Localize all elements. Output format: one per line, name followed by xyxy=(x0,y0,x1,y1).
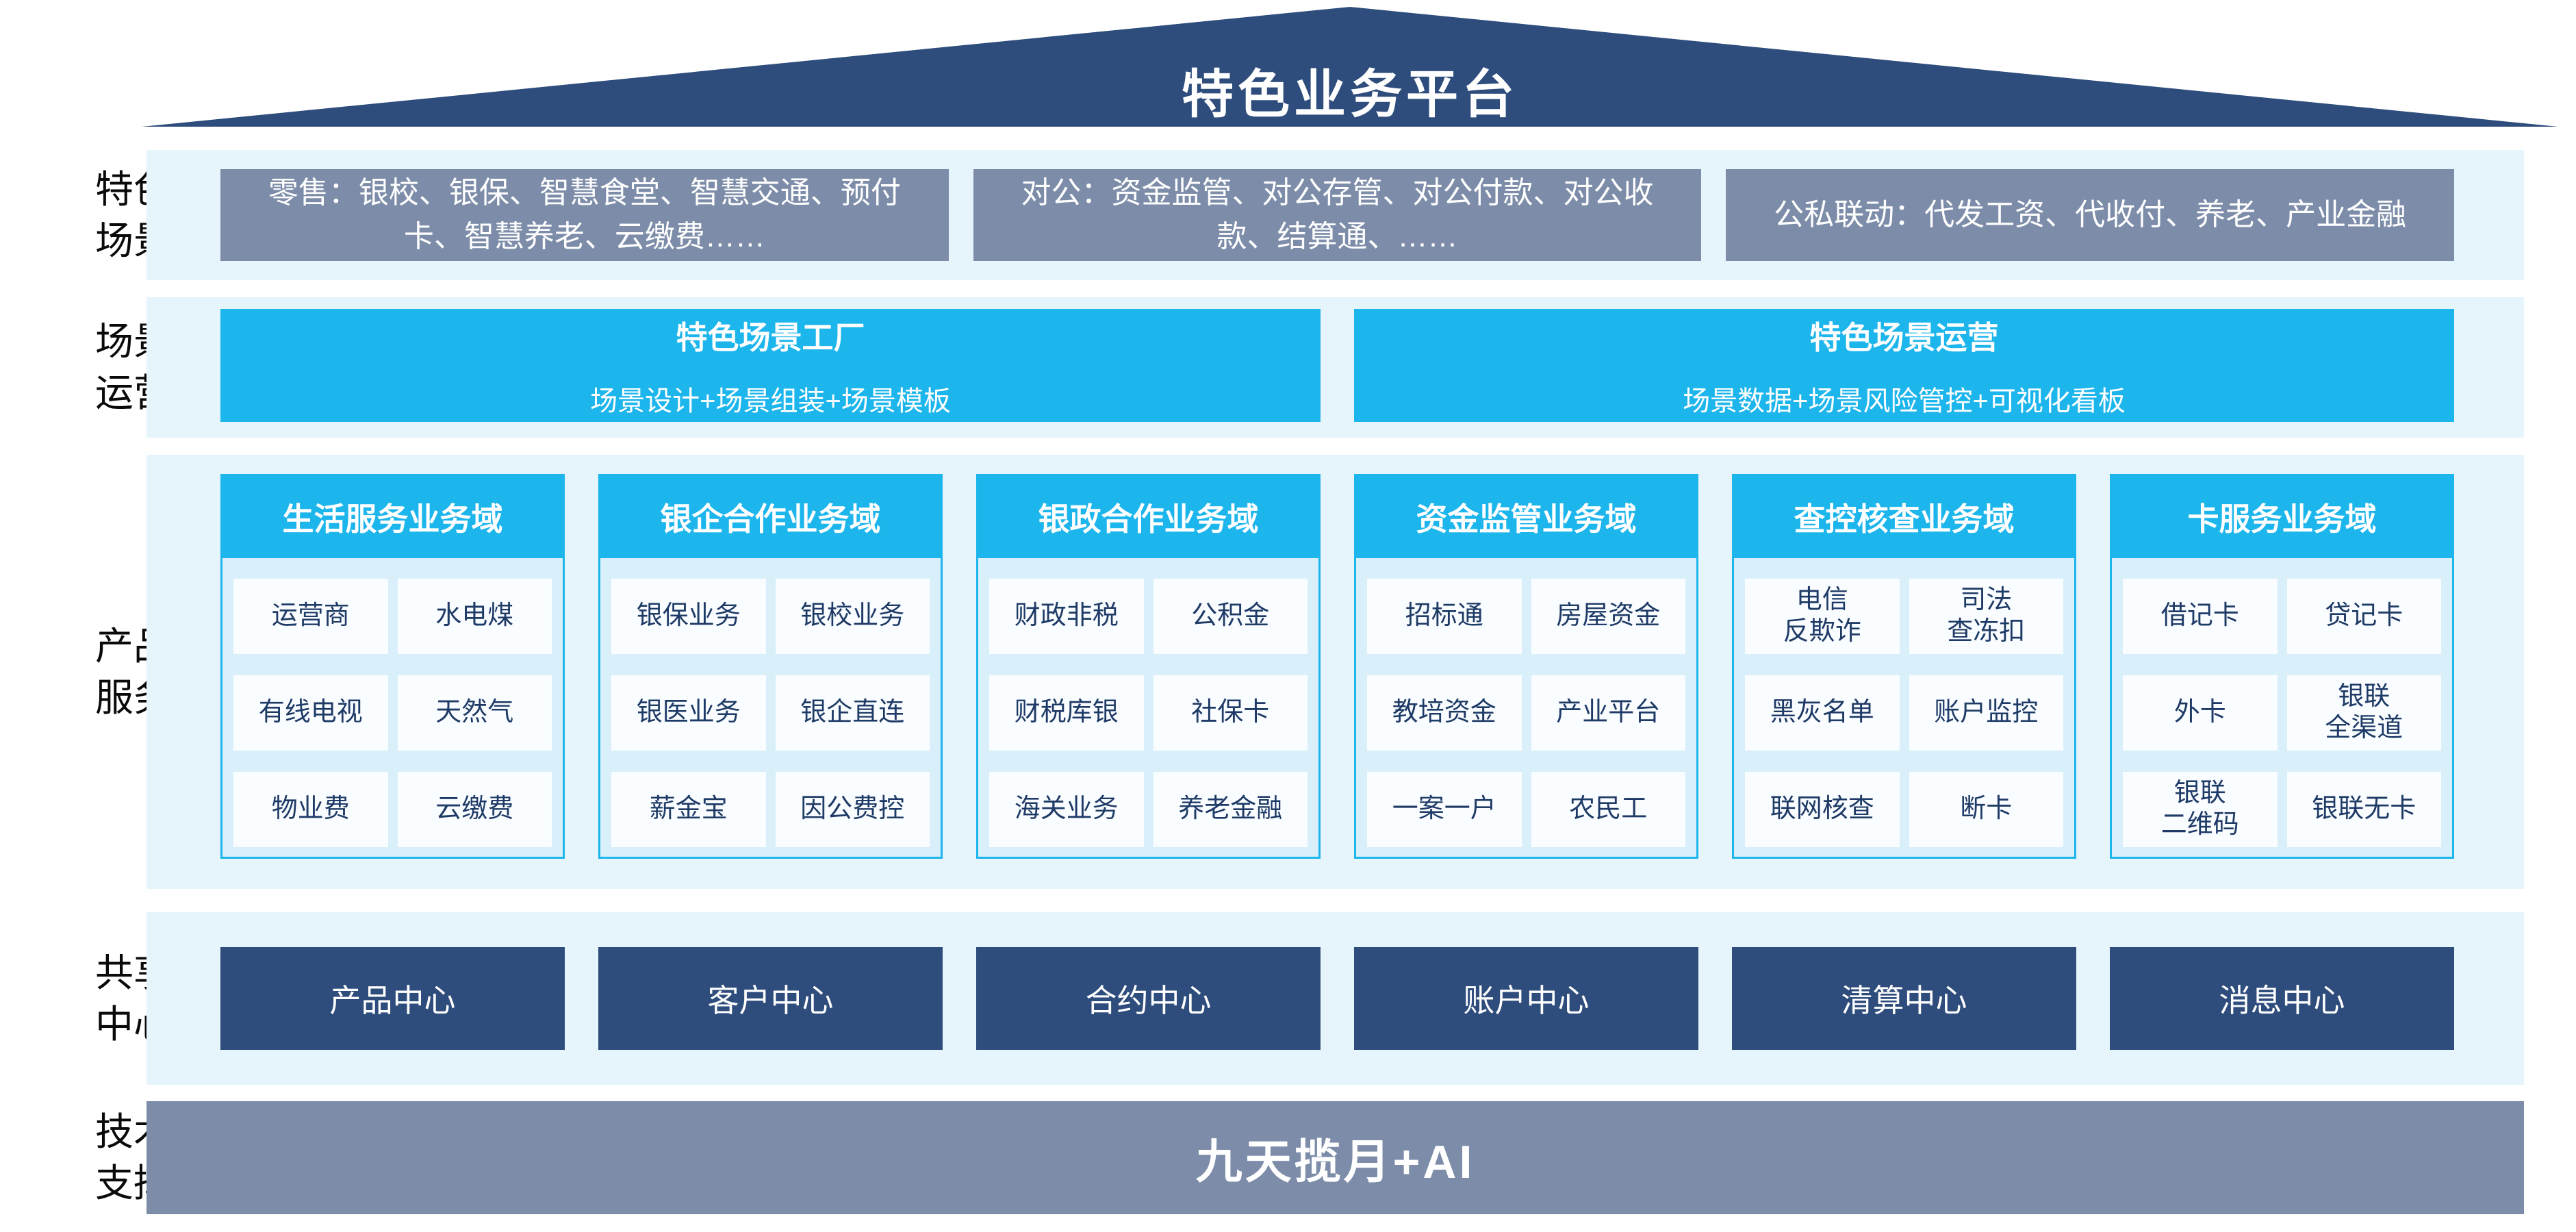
domain-card-services: 卡服务业务域 借记卡 贷记卡 外卡 银联 全渠道 银联 二维码 银联无卡 xyxy=(2110,474,2454,859)
domain-cell: 海关业务 xyxy=(989,772,1144,847)
scene-box-linkage: 公私联动：代发工资、代收付、养老、产业金融 xyxy=(1726,169,2455,261)
domain-cell: 账户监控 xyxy=(1909,675,2063,751)
domain-header: 资金监管业务域 xyxy=(1356,476,1696,558)
center-box-clearing: 清算中心 xyxy=(1732,947,2076,1050)
domain-cell: 农民工 xyxy=(1531,772,1685,847)
domain-check-verification: 查控核查业务域 电信 反欺诈 司法 查冻扣 黑灰名单 账户监控 联网核查 断卡 xyxy=(1732,474,2076,859)
scene-operation-title: 特色场景运营 xyxy=(1809,319,1999,355)
scene-factory-box: 特色场景工厂 场景设计+场景组装+场景模板 xyxy=(220,309,1321,422)
center-box-account: 账户中心 xyxy=(1354,947,1698,1050)
center-box-product: 产品中心 xyxy=(220,947,565,1050)
domain-cell: 天然气 xyxy=(397,675,552,751)
domain-cell: 银企直连 xyxy=(775,675,930,751)
domain-cell: 银联 全渠道 xyxy=(2286,675,2441,751)
domain-body: 借记卡 贷记卡 外卡 银联 全渠道 银联 二维码 银联无卡 xyxy=(2112,558,2452,857)
domain-header: 生活服务业务域 xyxy=(222,476,563,558)
domain-bank-enterprise: 银企合作业务域 银保业务 银校业务 银医业务 银企直连 薪金宝 因公费控 xyxy=(598,474,943,859)
center-box-customer: 客户中心 xyxy=(598,947,943,1050)
scene-box-corporate: 对公：资金监管、对公存管、对公付款、对公收款、结算通、…… xyxy=(973,169,1702,261)
domain-cell: 贷记卡 xyxy=(2286,579,2441,654)
center-box-contract: 合约中心 xyxy=(976,947,1321,1050)
domain-header: 查控核查业务域 xyxy=(1734,476,2074,558)
domain-cell: 养老金融 xyxy=(1153,772,1308,847)
domain-header: 银政合作业务域 xyxy=(978,476,1318,558)
domain-cell: 黑灰名单 xyxy=(1745,675,1900,751)
diagram-title: 特色业务平台 xyxy=(1182,66,1518,124)
share-band: 产品中心 客户中心 合约中心 账户中心 清算中心 消息中心 xyxy=(146,912,2524,1085)
domain-cell: 银保业务 xyxy=(611,579,766,654)
scene-operation-subtitle: 场景数据+场景风险管控+可视化看板 xyxy=(1683,386,2126,416)
domain-cell: 银联 二维码 xyxy=(2123,772,2278,847)
product-band: 生活服务业务域 运营商 水电煤 有线电视 天然气 物业费 云缴费 银企合作业务域… xyxy=(146,455,2524,889)
scene-factory-subtitle: 场景设计+场景组装+场景模板 xyxy=(590,386,951,416)
domain-bank-government: 银政合作业务域 财政非税 公积金 财税库银 社保卡 海关业务 养老金融 xyxy=(976,474,1321,859)
domain-cell: 借记卡 xyxy=(2123,579,2278,654)
domain-cell: 银医业务 xyxy=(611,675,766,751)
domain-life-services: 生活服务业务域 运营商 水电煤 有线电视 天然气 物业费 云缴费 xyxy=(220,474,565,859)
domain-body: 招标通 房屋资金 教培资金 产业平台 一案一户 农民工 xyxy=(1356,558,1696,857)
domain-cell: 社保卡 xyxy=(1153,675,1308,751)
domain-body: 运营商 水电煤 有线电视 天然气 物业费 云缴费 xyxy=(222,558,563,857)
domain-cell: 薪金宝 xyxy=(611,772,766,847)
domain-cell: 断卡 xyxy=(1909,772,2063,847)
domain-cell: 银校业务 xyxy=(775,579,930,654)
domain-cell: 公积金 xyxy=(1153,579,1308,654)
scene-band: 零售：银校、银保、智慧食堂、智慧交通、预付卡、智慧养老、云缴费…… 对公：资金监… xyxy=(146,150,2524,280)
domain-cell: 房屋资金 xyxy=(1531,579,1685,654)
domain-cell: 运营商 xyxy=(233,579,388,654)
domain-cell: 招标通 xyxy=(1367,579,1522,654)
domain-body: 财政非税 公积金 财税库银 社保卡 海关业务 养老金融 xyxy=(978,558,1318,857)
scene-box-retail: 零售：银校、银保、智慧食堂、智慧交通、预付卡、智慧养老、云缴费…… xyxy=(220,169,949,261)
domain-cell: 物业费 xyxy=(233,772,388,847)
roof-banner: 特色业务平台 xyxy=(142,7,2558,127)
domain-cell: 银联无卡 xyxy=(2286,772,2441,847)
domain-cell: 水电煤 xyxy=(397,579,552,654)
domain-cell: 电信 反欺诈 xyxy=(1745,579,1900,654)
domain-body: 电信 反欺诈 司法 查冻扣 黑灰名单 账户监控 联网核查 断卡 xyxy=(1734,558,2074,857)
domain-cell: 云缴费 xyxy=(397,772,552,847)
domain-body: 银保业务 银校业务 银医业务 银企直连 薪金宝 因公费控 xyxy=(600,558,941,857)
domain-cell: 因公费控 xyxy=(775,772,930,847)
operation-band: 特色场景工厂 场景设计+场景组装+场景模板 特色场景运营 场景数据+场景风险管控… xyxy=(146,297,2524,438)
domain-header: 银企合作业务域 xyxy=(600,476,941,558)
scene-operation-box: 特色场景运营 场景数据+场景风险管控+可视化看板 xyxy=(1354,309,2454,422)
domain-cell: 教培资金 xyxy=(1367,675,1522,751)
center-box-message: 消息中心 xyxy=(2110,947,2454,1050)
domain-cell: 财政非税 xyxy=(989,579,1144,654)
scene-factory-title: 特色场景工厂 xyxy=(676,319,865,355)
domain-cell: 联网核查 xyxy=(1745,772,1900,847)
tech-support-bar: 九天揽月+AI xyxy=(146,1101,2524,1214)
domain-cell: 有线电视 xyxy=(233,675,388,751)
domain-cell: 司法 查冻扣 xyxy=(1909,579,2063,654)
domain-cell: 外卡 xyxy=(2123,675,2278,751)
domain-fund-supervision: 资金监管业务域 招标通 房屋资金 教培资金 产业平台 一案一户 农民工 xyxy=(1354,474,1698,859)
domain-cell: 产业平台 xyxy=(1531,675,1685,751)
domain-cell: 一案一户 xyxy=(1367,772,1522,847)
domain-header: 卡服务业务域 xyxy=(2112,476,2452,558)
domain-cell: 财税库银 xyxy=(989,675,1144,751)
